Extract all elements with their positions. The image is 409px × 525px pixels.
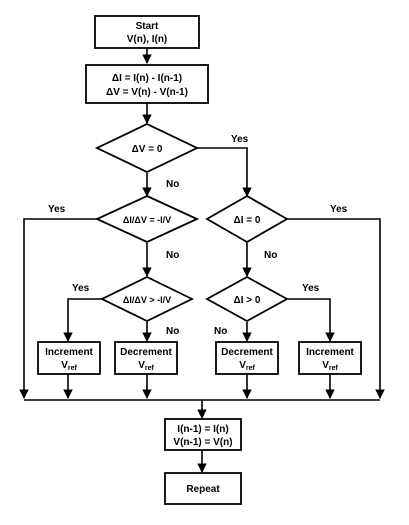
didv-eq-no-label: No [166, 250, 179, 261]
didv-gt-diamond [99, 275, 195, 323]
arrow-di-gt-yes [287, 298, 335, 342]
start-title: Start [136, 21, 159, 32]
arrow-dv-zero-yes [197, 147, 252, 197]
dec-left-vref: Vref [138, 360, 154, 372]
di-zero-text: ΔI = 0 [234, 215, 261, 226]
inc-left-label: Increment [45, 347, 93, 358]
start-box [94, 15, 200, 49]
didv-eq-diamond [94, 195, 200, 243]
update-i: I(n-1) = I(n) [177, 424, 228, 435]
dv-zero-no-label: No [166, 179, 179, 190]
didv-gt-yes-label: Yes [72, 283, 90, 294]
di-gt-no-label: No [214, 326, 227, 337]
inc-left-vref: Vref [61, 360, 77, 372]
delta-box [85, 64, 209, 104]
arrow-didv-eq-yes [19, 218, 97, 399]
di-gt-diamond [205, 275, 289, 323]
di-zero-no-label: No [264, 250, 277, 261]
dv-zero-yes-label: Yes [231, 134, 249, 145]
update-v: V(n-1) = V(n) [173, 437, 232, 448]
repeat-text: Repeat [186, 484, 220, 495]
di-gt-yes-label: Yes [302, 283, 320, 294]
inc-right-label: Increment [306, 347, 354, 358]
delta-v-eq: ΔV = V(n) - V(n-1) [106, 87, 188, 98]
didv-gt-no-label: No [166, 326, 179, 337]
arrow-didv-gt-yes [63, 298, 102, 342]
di-gt-text: ΔI > 0 [234, 295, 261, 306]
dec-right-box [215, 341, 279, 375]
delta-i-eq: ΔI = I(n) - I(n-1) [112, 73, 182, 84]
didv-gt-text: ΔI/ΔV > -I/V [123, 295, 171, 305]
dec-left-box [114, 341, 178, 375]
dec-right-vref: Vref [239, 360, 255, 372]
connectors [19, 48, 385, 473]
inc-left-box [37, 341, 101, 375]
di-zero-diamond [205, 194, 289, 244]
didv-eq-text: ΔI/ΔV = -I/V [123, 215, 171, 225]
arrow-di-zero-yes [287, 218, 385, 399]
inc-right-vref: Vref [322, 360, 338, 372]
didv-eq-yes-label: Yes [48, 204, 66, 215]
update-box [164, 418, 242, 451]
di-zero-yes-label: Yes [330, 204, 348, 215]
start-vars: V(n), I(n) [127, 34, 168, 45]
dv-zero-text: ΔV = 0 [132, 144, 163, 155]
dec-right-label: Decrement [221, 347, 273, 358]
inc-right-box [298, 341, 362, 375]
dec-left-label: Decrement [120, 347, 172, 358]
repeat-box [164, 472, 242, 505]
dv-zero-diamond [94, 123, 200, 173]
